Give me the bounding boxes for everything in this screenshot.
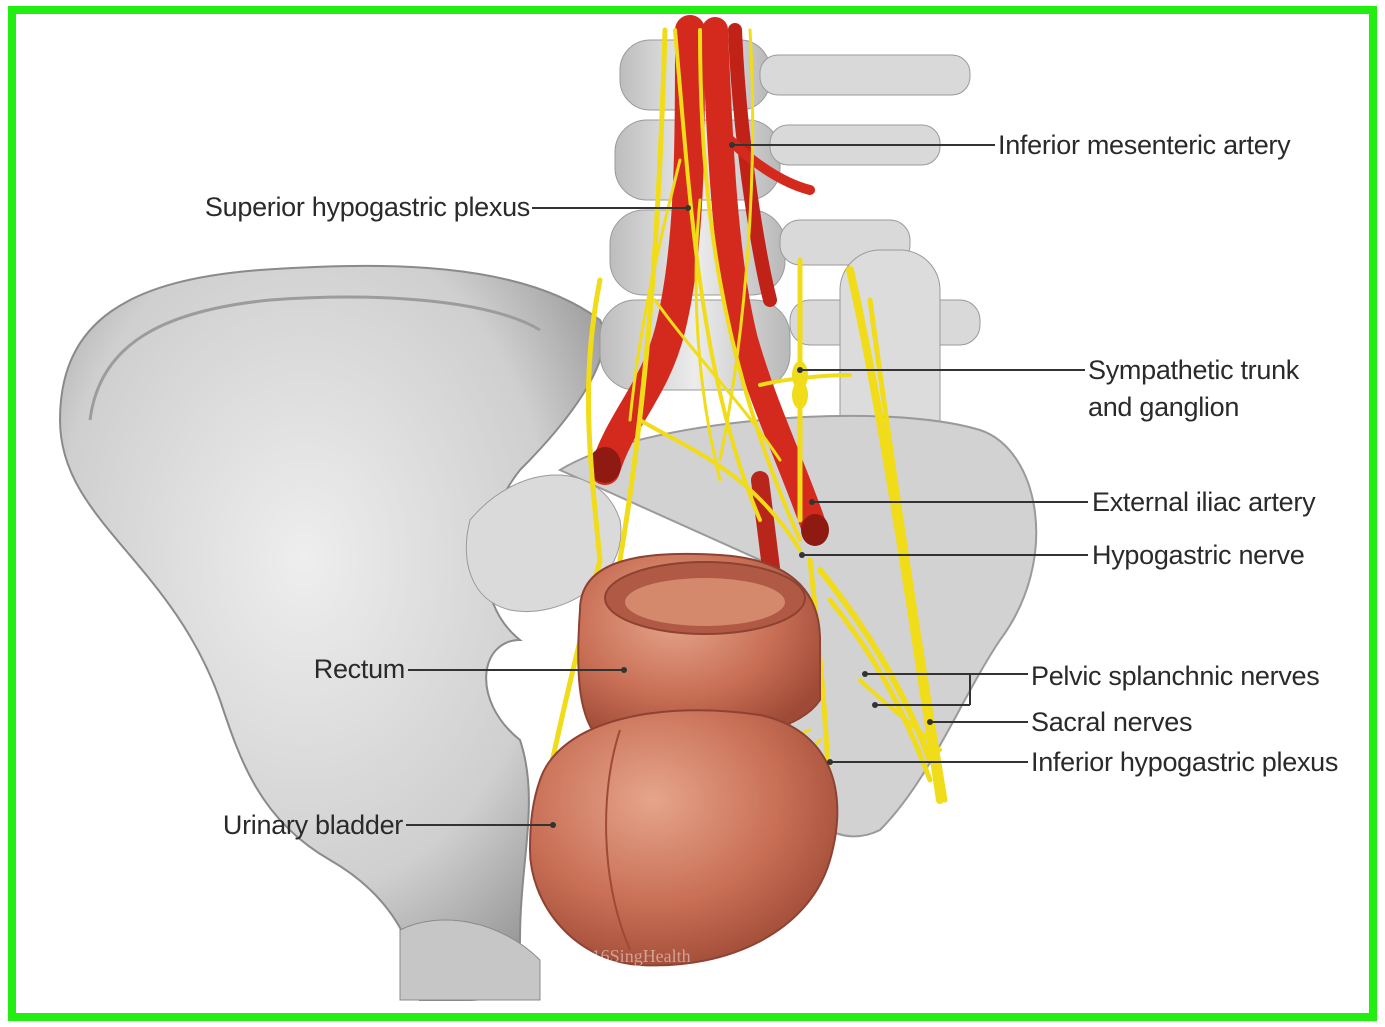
label-sacral-nerves: Sacral nerves (1031, 705, 1192, 739)
urinary-bladder-shape (530, 710, 837, 965)
label-external-iliac-artery: External iliac artery (1092, 485, 1315, 519)
label-urinary-bladder: Urinary bladder (170, 808, 403, 842)
label-superior-hypogastric-plexus: Superior hypogastric plexus (158, 190, 530, 224)
label-inferior-mesenteric-artery: Inferior mesenteric artery (998, 128, 1290, 162)
label-and-ganglion: and ganglion (1088, 390, 1239, 424)
hip-bone (60, 266, 604, 1000)
label-rectum: Rectum (250, 652, 405, 686)
label-hypogastric-nerve: Hypogastric nerve (1092, 538, 1305, 572)
label-sympathetic-trunk: Sympathetic trunk (1088, 353, 1299, 387)
label-pelvic-splanchnic-nerves: Pelvic splanchnic nerves (1031, 659, 1319, 693)
svg-text:©2016SingHealth: ©2016SingHealth (560, 946, 691, 966)
watermark-logo: ©2016SingHealth (560, 946, 691, 966)
label-inferior-hypogastric-plexus: Inferior hypogastric plexus (1031, 745, 1338, 779)
